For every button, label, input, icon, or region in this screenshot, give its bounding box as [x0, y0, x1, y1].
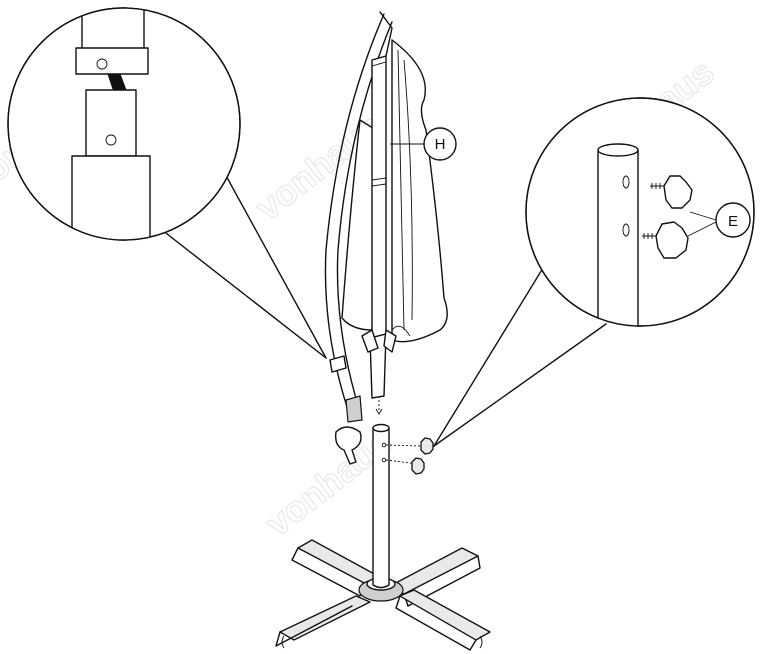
umbrella-canopy [341, 39, 448, 343]
knob-lower [411, 457, 425, 475]
knob-detail-upper [663, 175, 693, 209]
callout-e: E [687, 202, 751, 238]
base-pole [372, 423, 421, 589]
base-knobs [411, 437, 434, 475]
knob-detail-lower [655, 221, 689, 259]
detail-left [7, 7, 327, 359]
mast-h [361, 11, 397, 399]
cantilever-arm [324, 13, 393, 465]
callout-h: H [390, 127, 457, 161]
knob-upper [420, 437, 434, 455]
insert-arrowhead [375, 408, 383, 415]
detail-right [433, 97, 755, 447]
label-h: H [435, 136, 446, 153]
label-e: E [728, 213, 738, 230]
